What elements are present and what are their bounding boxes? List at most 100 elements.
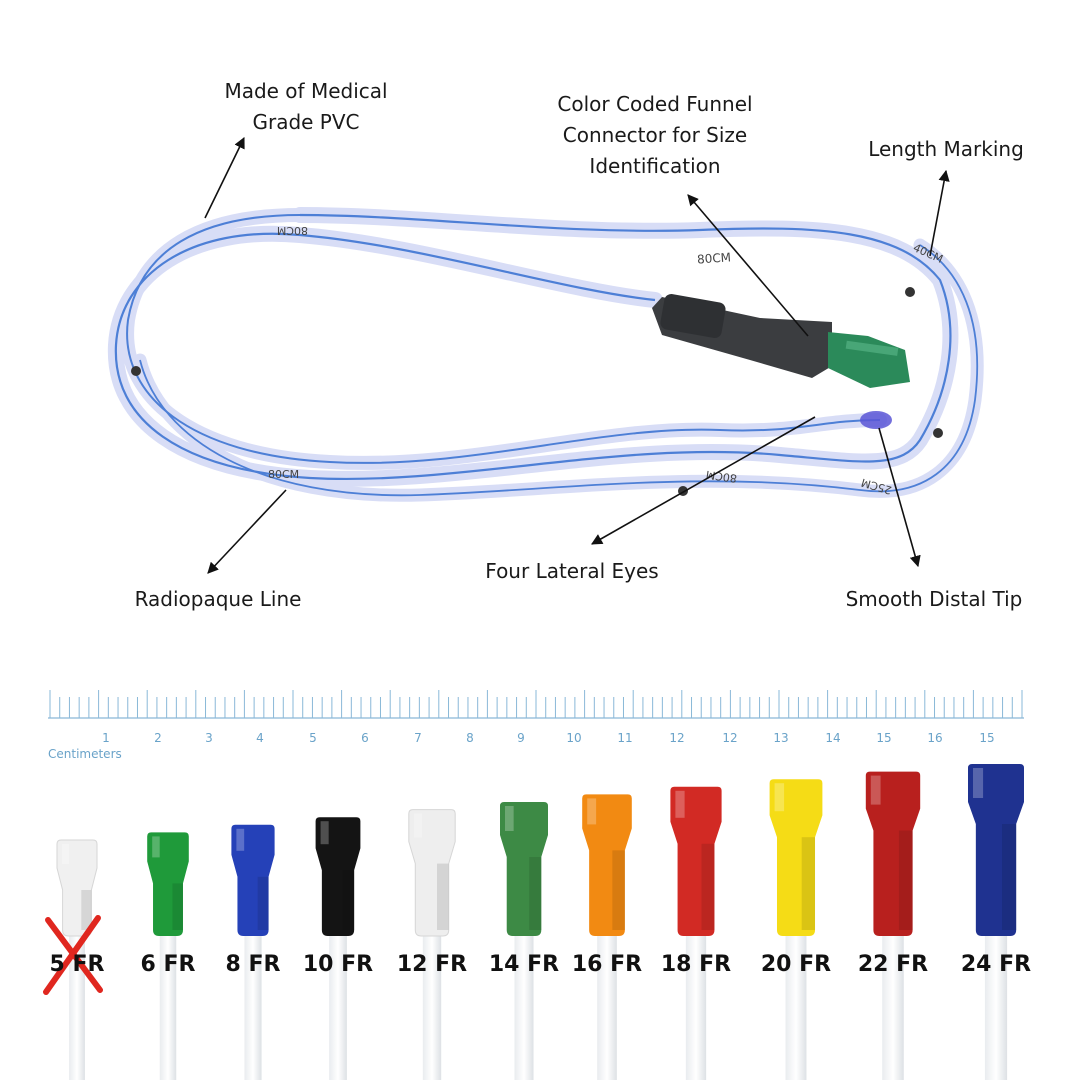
- catheter-stem: [685, 920, 707, 1080]
- ruler-number: 3: [205, 731, 213, 745]
- lateral-eye: [905, 287, 915, 297]
- funnel-shading: [898, 830, 913, 930]
- funnel-shading: [437, 863, 449, 930]
- callout-length-marking: Length Marking: [868, 137, 1024, 161]
- catheter-stem: [785, 920, 807, 1080]
- lateral-eye: [131, 366, 141, 376]
- ruler-number: 13: [773, 731, 789, 745]
- ruler-number: 2: [154, 731, 162, 745]
- ruler-number: 15: [876, 731, 892, 745]
- funnel-shading: [529, 857, 542, 930]
- size-label: 24 FR: [960, 952, 1032, 977]
- catheter-stem: [514, 920, 534, 1080]
- callout-lateral-eyes: Four Lateral Eyes: [485, 559, 659, 583]
- catheter-stem: [984, 920, 1008, 1080]
- callout-line: Made of Medical: [224, 79, 388, 103]
- radiopaque-line-inner: [126, 214, 881, 464]
- funnel-tip: [828, 332, 910, 388]
- size-label: 18 FR: [660, 952, 732, 977]
- callout-distal-tip: Smooth Distal Tip: [845, 587, 1023, 611]
- callout-line: Identification: [589, 154, 721, 178]
- ruler-number: 16: [927, 731, 943, 745]
- callout-funnel: Color Coded Funnel Connector for Size Id…: [540, 89, 770, 182]
- funnel-shading: [257, 876, 269, 930]
- ruler-number: 7: [414, 731, 422, 745]
- material-arrow: [204, 136, 245, 219]
- funnel-shading: [81, 890, 92, 930]
- size-label: 8 FR: [225, 952, 281, 977]
- distal-tip-arrow: [878, 427, 921, 568]
- funnel-shading: [701, 843, 715, 930]
- ruler-unit-label: Centimeters: [48, 747, 122, 761]
- funnel-highlight: [675, 790, 685, 818]
- ruler-number: 8: [466, 731, 474, 745]
- callout-line: Grade PVC: [252, 110, 360, 134]
- size-label: 20 FR: [760, 952, 832, 977]
- ruler-number: 15: [979, 731, 995, 745]
- size-funnels: [56, 764, 1024, 1080]
- radiopaque-line-outer: [114, 213, 952, 481]
- callout-line: Connector for Size: [562, 123, 748, 147]
- funnel-highlight: [413, 813, 423, 838]
- size-label: 16 FR: [571, 952, 643, 977]
- tube-marking: 80CM: [277, 224, 308, 237]
- size-label: 5 FR: [49, 952, 105, 977]
- size-label: 12 FR: [396, 952, 468, 977]
- ruler-number: 10: [566, 731, 582, 745]
- tube-marking: 80CM: [705, 468, 738, 485]
- ruler-number: 14: [825, 731, 841, 745]
- funnel-highlight: [973, 768, 984, 798]
- size-label: 6 FR: [140, 952, 196, 977]
- catheter-stem: [244, 920, 262, 1080]
- radiopaque-line-lower: [139, 244, 979, 497]
- funnel-grip: [660, 293, 726, 339]
- length-marking-arrow: [929, 169, 950, 257]
- funnel-highlight: [587, 798, 597, 825]
- catheter-stem: [159, 920, 177, 1080]
- tube-marking: 80CM: [268, 468, 299, 481]
- ruler-number: 1: [102, 731, 110, 745]
- funnel-shading: [1002, 824, 1017, 930]
- funnel-highlight: [62, 844, 70, 864]
- funnel-tip-highlight: [845, 340, 899, 356]
- tube-marking: 80CM: [697, 250, 732, 266]
- funnel-highlight: [152, 836, 160, 858]
- size-label: 22 FR: [857, 952, 929, 977]
- funnel-shading: [172, 883, 183, 930]
- funnel-highlight: [236, 828, 245, 851]
- ruler-number: 12: [722, 731, 738, 745]
- funnel-shading: [342, 870, 355, 930]
- callout-material: Made of Medical Grade PVC: [206, 76, 406, 138]
- funnel-arrow: [687, 194, 809, 337]
- funnel-highlight: [774, 783, 785, 812]
- ruler-number: 4: [256, 731, 264, 745]
- catheter-stem: [422, 920, 442, 1080]
- funnel-shading: [612, 850, 625, 930]
- ruler-number: 6: [361, 731, 369, 745]
- funnel-connector: [652, 293, 910, 388]
- catheter-stem: [882, 920, 904, 1080]
- ruler-number: 12: [669, 731, 685, 745]
- catheter-stem: [597, 920, 617, 1080]
- ruler-number: 11: [617, 731, 633, 745]
- distal-tip: [860, 411, 892, 429]
- funnel-highlight: [870, 775, 881, 805]
- size-label: 10 FR: [302, 952, 374, 977]
- radiopaque-arrow: [207, 489, 287, 574]
- size-label: 14 FR: [488, 952, 560, 977]
- catheter-stem: [329, 920, 347, 1080]
- ruler: [48, 690, 1024, 719]
- lateral-eye: [933, 428, 943, 438]
- catheter-tube: 80CM 80CM 80CM 80CM 40CM 25CM: [107, 207, 984, 502]
- unavailable-mark: [43, 915, 103, 995]
- lateral-eyes-arrow: [591, 416, 816, 545]
- ruler-number: 9: [517, 731, 525, 745]
- funnel-highlight: [505, 806, 514, 831]
- callout-radiopaque: Radiopaque Line: [134, 587, 302, 611]
- funnel-shading: [801, 837, 816, 930]
- callout-line: Color Coded Funnel: [557, 92, 753, 116]
- ruler-number: 5: [309, 731, 317, 745]
- funnel-highlight: [320, 821, 329, 845]
- unavailable-mark-stroke: [43, 915, 101, 995]
